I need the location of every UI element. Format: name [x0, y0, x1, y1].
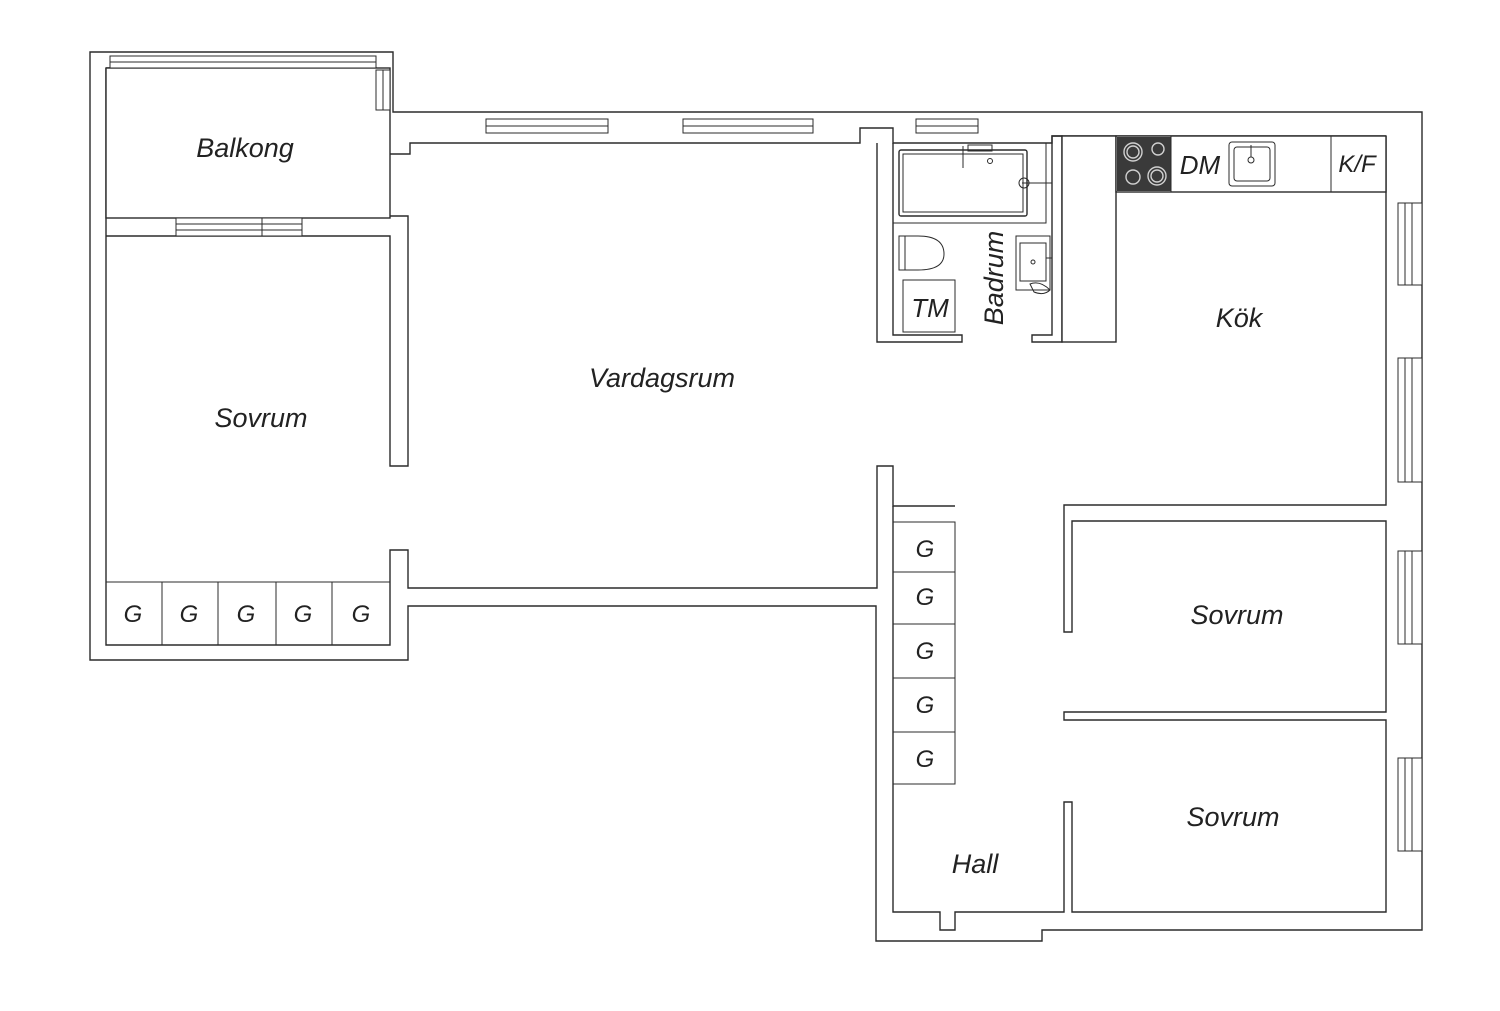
closet-label: G: [916, 746, 935, 773]
east-bedroom-windows: [1397, 550, 1423, 852]
closet-label: G: [180, 601, 199, 628]
room-label-kok: Kök: [1216, 303, 1264, 333]
closet-label: G: [237, 601, 256, 628]
room-label-sovrum-west: Sovrum: [214, 403, 307, 433]
hall-closets: [892, 521, 956, 785]
closet-label: G: [124, 601, 143, 628]
closet-label: G: [916, 584, 935, 611]
room-label-sovrum-east-2: Sovrum: [1186, 802, 1279, 832]
washing-machine-label: TM: [911, 293, 949, 323]
closet-label: G: [916, 638, 935, 665]
room-label-sovrum-east-1: Sovrum: [1190, 600, 1283, 630]
closet-label: G: [352, 601, 371, 628]
room-label-vardagsrum: Vardagsrum: [589, 363, 735, 393]
room-label-balkong: Balkong: [196, 133, 294, 163]
bedroom-west: [106, 215, 409, 645]
closet-label: G: [294, 601, 313, 628]
room-label-hall: Hall: [952, 849, 1000, 879]
living-room-windows: [485, 118, 979, 134]
kitchen-sink-icon: [1228, 141, 1276, 187]
room-label-badrum: Badrum: [979, 231, 1009, 326]
balcony: [105, 55, 391, 219]
closet-label: G: [916, 536, 935, 563]
closet-labels: G G G G G G G G G G: [124, 536, 935, 773]
dishwasher-label: DM: [1180, 150, 1221, 180]
closet-label: G: [916, 692, 935, 719]
fridge-freezer-label: K/F: [1338, 151, 1377, 178]
bathroom: [876, 135, 1063, 343]
kitchen: [1061, 135, 1423, 483]
room-labels: Balkong Sovrum Vardagsrum Badrum Kök Sov…: [196, 133, 1283, 879]
fixture-labels: TM DM K/F: [911, 150, 1377, 323]
